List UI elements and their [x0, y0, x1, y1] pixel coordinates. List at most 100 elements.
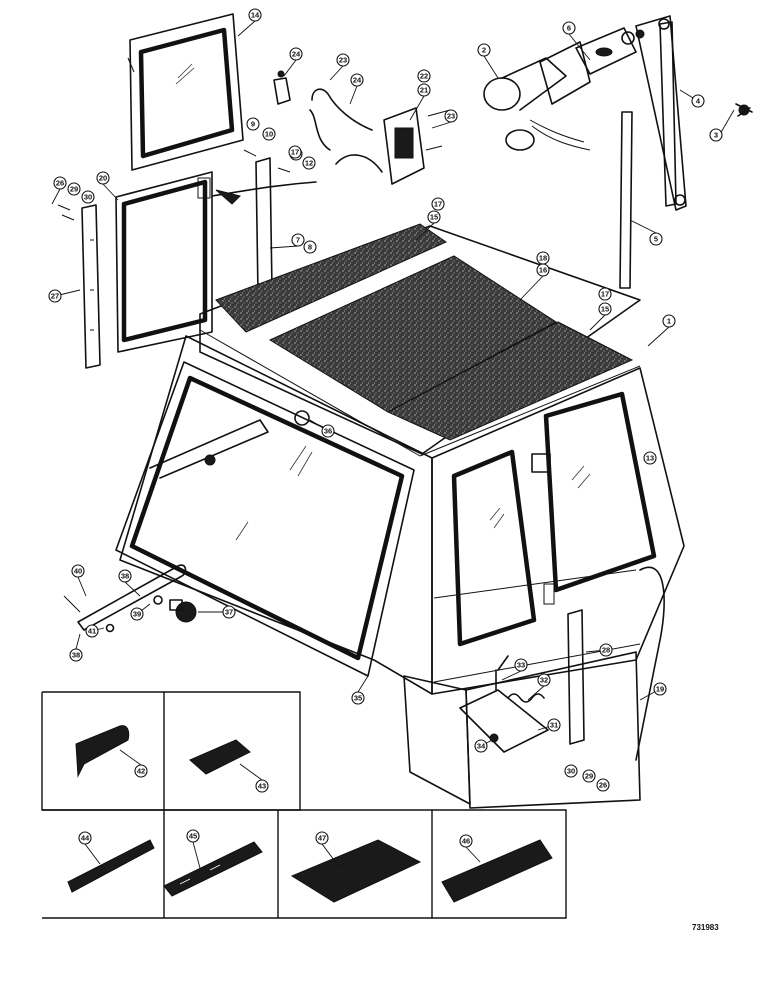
svg-text:16: 16	[539, 266, 547, 275]
callout-28: 28	[599, 643, 613, 657]
callout-17-c: 17	[288, 145, 302, 159]
svg-text:17: 17	[291, 148, 299, 157]
svg-text:12: 12	[305, 159, 313, 168]
callout-34: 34	[474, 739, 488, 753]
callout-2: 2	[477, 43, 491, 57]
wiper-blade	[619, 111, 633, 289]
callout-45: 45	[186, 829, 200, 843]
svg-text:24: 24	[353, 76, 362, 85]
svg-text:47: 47	[318, 834, 326, 843]
callout-7: 7	[291, 233, 305, 247]
callout-19: 19	[653, 682, 667, 696]
seal-43	[189, 739, 251, 775]
svg-text:15: 15	[601, 305, 609, 314]
callout-14: 14	[248, 8, 262, 22]
leader-line	[77, 576, 87, 597]
door-latch	[383, 107, 451, 185]
leader-line	[283, 59, 297, 77]
callout-30-a: 30	[81, 190, 95, 204]
callout-18: 18	[536, 251, 550, 265]
svg-text:17: 17	[601, 290, 609, 299]
svg-text:20: 20	[99, 174, 107, 183]
svg-text:27: 27	[51, 292, 59, 301]
svg-text:21: 21	[420, 86, 428, 95]
svg-text:39: 39	[133, 610, 141, 619]
callout-5: 5	[649, 232, 663, 246]
svg-text:41: 41	[88, 627, 96, 636]
callout-23-b: 23	[444, 109, 458, 123]
seal-44	[67, 839, 155, 893]
callout-35: 35	[351, 691, 365, 705]
callout-24-b: 24	[350, 73, 364, 87]
hinge-bar-left	[57, 204, 101, 369]
callout-8: 8	[303, 240, 317, 254]
svg-text:46: 46	[462, 837, 470, 846]
door-handle	[273, 70, 383, 173]
svg-text:44: 44	[81, 834, 90, 843]
svg-text:40: 40	[74, 567, 82, 576]
svg-text:42: 42	[137, 767, 145, 776]
leader-line	[329, 65, 344, 81]
svg-text:26: 26	[56, 179, 64, 188]
leader-line	[465, 846, 481, 863]
callout-16: 16	[536, 263, 550, 277]
callout-36: 36	[321, 424, 335, 438]
stay-knob	[169, 599, 197, 623]
callout-31: 31	[547, 718, 561, 732]
leader-line	[409, 95, 425, 121]
callout-29-a: 29	[67, 182, 81, 196]
leader-line	[415, 222, 435, 241]
svg-text:45: 45	[189, 832, 197, 841]
leader-line	[119, 749, 142, 766]
leader-line	[237, 20, 256, 37]
svg-text:3: 3	[714, 131, 718, 140]
callout-43: 43	[255, 779, 269, 793]
callout-17-b: 17	[598, 287, 612, 301]
door-post	[567, 566, 665, 761]
callout-13: 13	[643, 451, 657, 465]
seal-parts-grid	[41, 691, 567, 919]
svg-text:34: 34	[477, 742, 486, 751]
callout-15-roof-left: 15	[427, 210, 441, 224]
svg-text:23: 23	[447, 112, 455, 121]
callout-20: 20	[96, 171, 110, 185]
leader-line	[431, 121, 452, 129]
callout-27: 27	[48, 289, 62, 303]
callout-40: 40	[71, 564, 85, 578]
svg-text:7: 7	[296, 236, 300, 245]
svg-text:38: 38	[72, 651, 80, 660]
leader-line	[483, 55, 499, 79]
svg-text:9: 9	[251, 120, 255, 129]
side-door-window	[531, 391, 657, 605]
svg-text:6: 6	[567, 24, 571, 33]
svg-text:22: 22	[420, 72, 428, 81]
callout-30-b: 30	[564, 764, 578, 778]
callout-10: 10	[262, 127, 276, 141]
svg-text:15: 15	[430, 213, 438, 222]
callout-17-a: 17	[431, 197, 445, 211]
seal-46	[441, 839, 553, 903]
side-window-left	[451, 449, 537, 647]
svg-text:24: 24	[292, 50, 301, 59]
svg-text:28: 28	[602, 646, 610, 655]
front-windshield	[115, 361, 415, 677]
callout-4: 4	[691, 94, 705, 108]
leader-line	[84, 843, 101, 865]
leader-line	[192, 841, 201, 869]
wiper-motor	[483, 41, 591, 151]
callout-41: 41	[85, 624, 99, 638]
leader-line	[589, 314, 606, 331]
stay-bar	[63, 564, 187, 633]
svg-text:2: 2	[482, 46, 486, 55]
svg-text:13: 13	[646, 454, 654, 463]
leader-line	[357, 675, 369, 693]
leader-line	[629, 219, 657, 234]
svg-text:14: 14	[251, 11, 260, 20]
leader-line	[647, 326, 670, 347]
callout-29-b: 29	[582, 769, 596, 783]
callout-1: 1	[662, 314, 676, 328]
svg-text:29: 29	[70, 185, 78, 194]
upper-window-frame	[127, 13, 244, 171]
leader-line	[568, 33, 591, 61]
